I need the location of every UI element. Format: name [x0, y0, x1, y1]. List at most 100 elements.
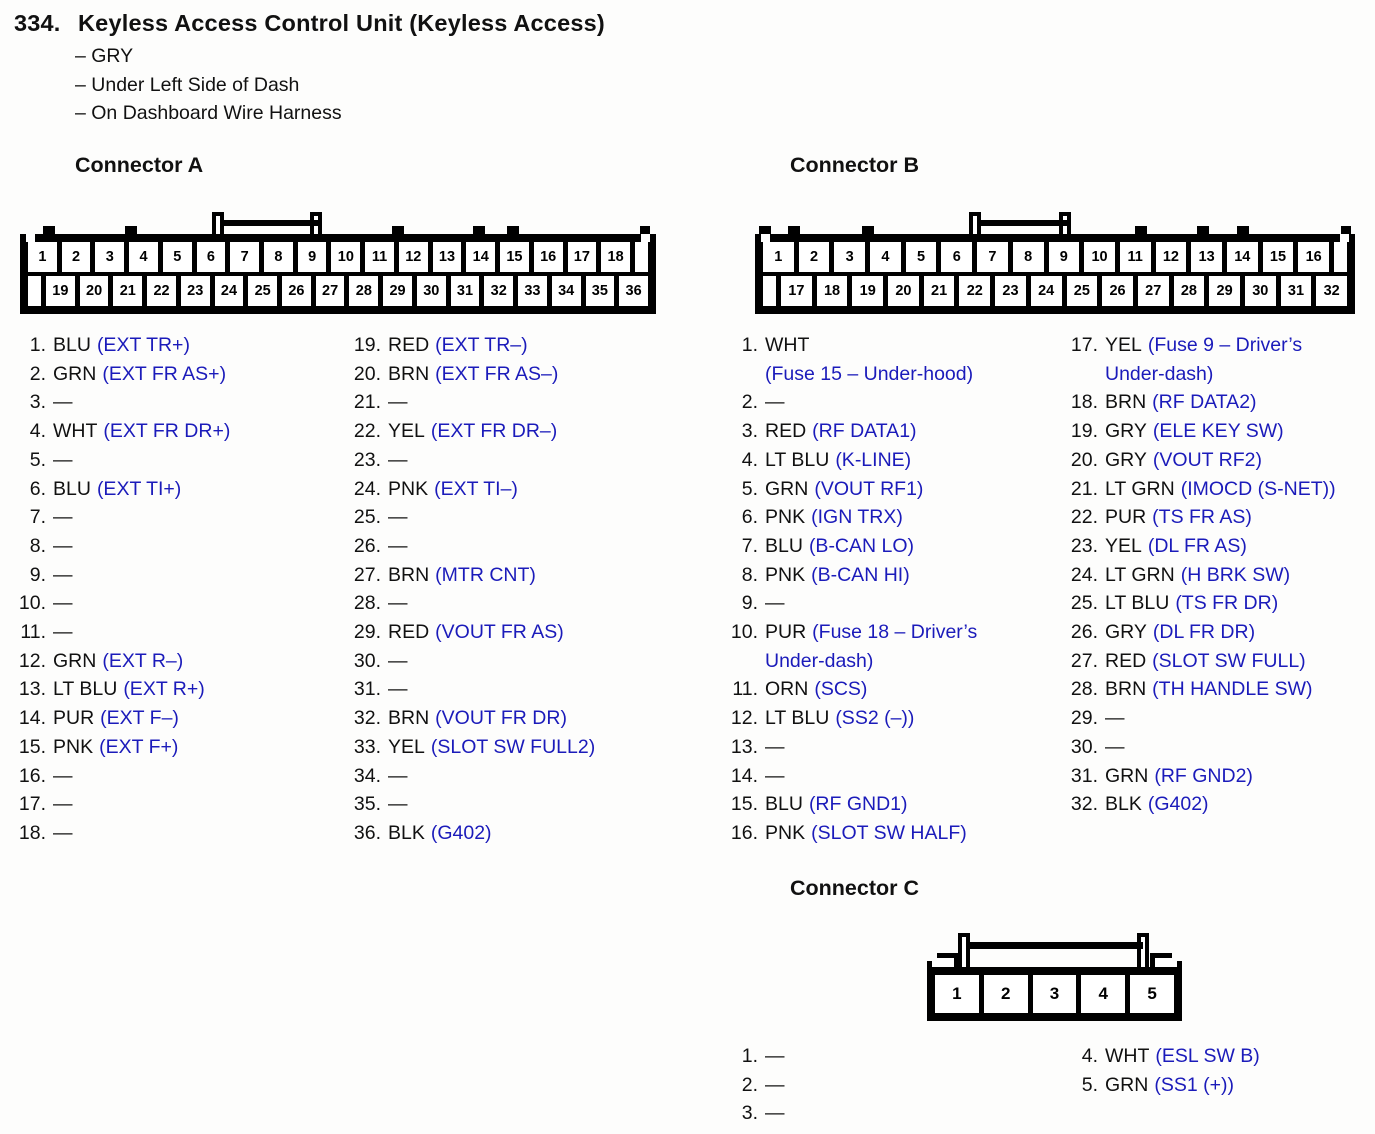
- pin-row: 9.—: [722, 589, 1052, 618]
- pin-row: 31.—: [345, 675, 680, 704]
- signal-name: (G402): [430, 821, 492, 844]
- signal-name: (EXT R–): [102, 649, 184, 672]
- pin-number: 1.: [29, 334, 46, 356]
- pin-row: 9.—: [10, 561, 342, 590]
- pin-number: 17.: [1070, 334, 1098, 356]
- pin-cavity-blank: [28, 276, 41, 306]
- pin-number: 4.: [741, 448, 758, 471]
- latch-post: [212, 212, 224, 240]
- wire-color: —: [388, 448, 408, 471]
- signal-name: (SLOT SW HALF): [811, 821, 967, 844]
- signal-name: (TH HANDLE SW): [1152, 678, 1313, 701]
- pin-description: —: [53, 762, 342, 791]
- wire-color: WHT: [765, 334, 810, 356]
- pin-cavity-29: 29: [383, 276, 412, 306]
- pin-number: 17.: [18, 793, 46, 816]
- pin-row: 23.YEL(DL FR AS): [1062, 532, 1374, 561]
- pin-description: BLU(RF GND1): [765, 790, 1052, 819]
- pin-row: 5. —: [10, 446, 342, 475]
- signal-name: (VOUT FR DR): [435, 707, 567, 730]
- wire-color: —: [765, 391, 785, 414]
- pin-description: —: [765, 733, 1052, 762]
- pin-cavity-10: 10: [331, 242, 361, 272]
- wire-color: —: [53, 506, 73, 529]
- pin-number: 21.: [1070, 477, 1098, 500]
- pin-description: WHT(ESL SW B): [1105, 1042, 1374, 1071]
- pin-row: 16.PNK(SLOT SW HALF): [722, 819, 1052, 848]
- pin-description: GRN(RF GND2): [1105, 762, 1374, 791]
- wire-color: GRN: [53, 362, 97, 385]
- wire-color: —: [388, 534, 408, 557]
- corner-notch: [1340, 234, 1349, 242]
- pin-number: 22.: [353, 420, 381, 443]
- pin-description: —: [1105, 733, 1374, 762]
- pin-number: 13.: [18, 678, 46, 701]
- pin-description: —: [765, 1099, 1022, 1128]
- wire-color: WHT: [1105, 1045, 1150, 1067]
- pin-description: GRY(DL FR DR): [1105, 618, 1374, 647]
- pin-description: LT GRN(IMOCD (S-NET)): [1105, 475, 1374, 504]
- pin-row: 30.—: [345, 647, 680, 676]
- pin-number: 30.: [353, 649, 381, 672]
- pin-cavity-26: 26: [1102, 276, 1133, 306]
- wire-color: —: [53, 821, 73, 844]
- pin-row: 11.—: [10, 618, 342, 647]
- pin-cavity-30: 30: [1244, 276, 1276, 306]
- pin-number: 3.: [741, 1102, 758, 1125]
- pin-cavity-16: 16: [1298, 242, 1329, 272]
- pin-row: 8.PNK(B-CAN HI): [722, 561, 1052, 590]
- pin-cavity-19: 19: [46, 276, 75, 306]
- note-line: – On Dashboard Wire Harness: [75, 102, 342, 125]
- pin-cavity-26: 26: [282, 276, 311, 306]
- pin-row: 34.—: [345, 762, 680, 791]
- wire-color: BRN: [388, 362, 430, 385]
- pin-cavity-23: 23: [995, 276, 1026, 306]
- pin-description: BRN(RF DATA2): [1105, 388, 1374, 417]
- pin-row: 30.—: [1062, 733, 1374, 762]
- pin-cavity-32: 32: [484, 276, 514, 306]
- pin-row: 6.BLU(EXT TI+): [10, 475, 342, 504]
- signal-name: (MTR CNT): [435, 563, 536, 586]
- signal-name: (SS2 (–)): [835, 707, 915, 730]
- pin-number: 12.: [18, 649, 46, 672]
- wire-color: BLK: [388, 821, 425, 844]
- pin-cavity-7: 7: [230, 242, 260, 272]
- pin-description: —: [765, 762, 1052, 791]
- wire-color: —: [765, 764, 785, 787]
- pin-description: PNK(B-CAN HI): [765, 561, 1052, 590]
- pin-cavity-8: 8: [1012, 242, 1044, 272]
- pin-number: 4.: [29, 420, 46, 443]
- signal-name: (Fuse 9 – Driver’s: [1147, 334, 1303, 356]
- pin-description: PNK(EXT F+): [53, 733, 342, 762]
- wire-color: —: [53, 448, 73, 471]
- pin-cavity-24: 24: [214, 276, 244, 306]
- pin-row: 6.PNK(IGN TRX): [722, 503, 1052, 532]
- pin-description: LT GRN(H BRK SW): [1105, 561, 1374, 590]
- pin-description: —: [53, 388, 342, 417]
- pin-number: 11.: [732, 678, 758, 701]
- wire-color: LT GRN: [1105, 477, 1175, 500]
- signal-name: (RF DATA1): [812, 420, 917, 443]
- signal-name: (TS FR DR): [1175, 592, 1279, 615]
- pin-number: 12.: [730, 707, 758, 730]
- pin-number: 27.: [1070, 649, 1098, 672]
- pin-number: 31.: [1070, 764, 1098, 787]
- pin-number: 5.: [29, 448, 46, 471]
- pin-description: LT BLU(SS2 (–)): [765, 704, 1052, 733]
- pin-description: GRN(EXT FR AS+): [53, 360, 342, 389]
- pin-cavity-9: 9: [1048, 242, 1080, 272]
- pin-row: 5.GRN(SS1 (+)): [1062, 1071, 1374, 1100]
- keying-bump: [473, 226, 485, 236]
- signal-name: (RF GND1): [808, 793, 908, 816]
- pin-row: 21. LT GRN(IMOCD (S-NET)): [1062, 475, 1374, 504]
- pin-description: GRY(ELE KEY SW): [1105, 417, 1374, 446]
- pin-number: 10.: [730, 621, 758, 644]
- pin-number: 15.: [730, 793, 758, 816]
- pin-row: 22.YEL(EXT FR DR–): [345, 417, 680, 446]
- pin-cavity-13: 13: [432, 242, 462, 272]
- latch-bar: [979, 220, 1067, 226]
